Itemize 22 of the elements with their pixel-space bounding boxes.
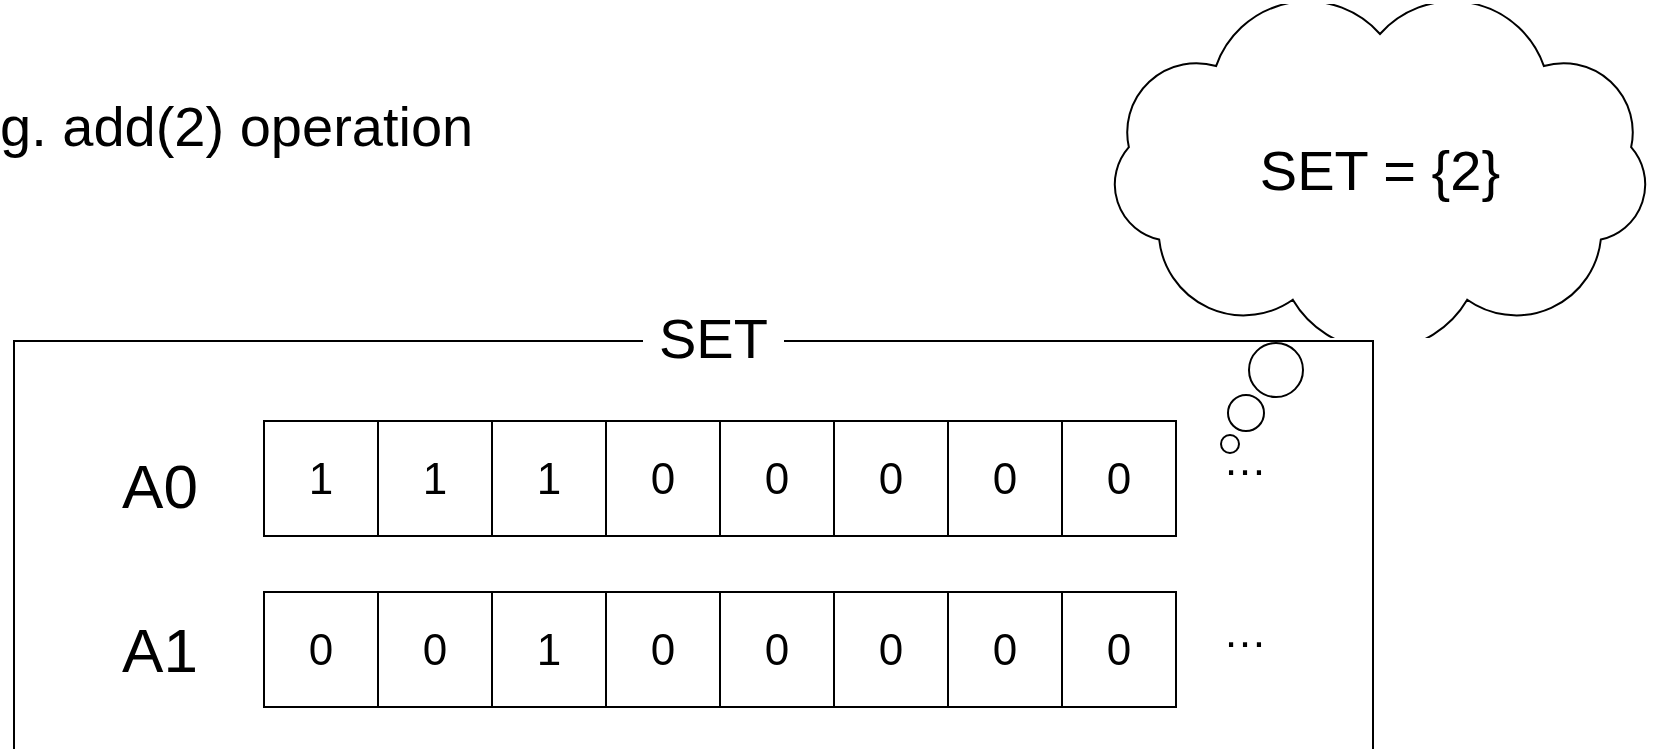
bit-cell: 0 bbox=[719, 420, 835, 537]
bit-cell: 0 bbox=[605, 591, 721, 708]
bit-cell: 1 bbox=[377, 420, 493, 537]
bit-cell: 0 bbox=[263, 591, 379, 708]
bit-cell: 1 bbox=[491, 420, 607, 537]
heading-text: g. add(2) operation bbox=[0, 94, 475, 160]
bit-cell: 1 bbox=[263, 420, 379, 537]
bit-cell: 0 bbox=[1061, 420, 1177, 537]
bit-cell: 0 bbox=[947, 591, 1063, 708]
bit-cell: 0 bbox=[947, 420, 1063, 537]
bit-cell: 0 bbox=[377, 591, 493, 708]
bit-cell: 0 bbox=[605, 420, 721, 537]
ellipsis-text: … bbox=[1222, 434, 1268, 486]
ellipsis-text: … bbox=[1222, 606, 1268, 658]
bit-cell: 0 bbox=[1061, 591, 1177, 708]
bit-cell: 0 bbox=[833, 420, 949, 537]
row-label: A1 bbox=[121, 615, 199, 687]
bit-cell: 0 bbox=[833, 591, 949, 708]
bit-cell: 1 bbox=[491, 591, 607, 708]
row-label: A0 bbox=[121, 451, 199, 523]
cloud-text: SET = {2} bbox=[1259, 138, 1501, 204]
bit-cell: 0 bbox=[719, 591, 835, 708]
